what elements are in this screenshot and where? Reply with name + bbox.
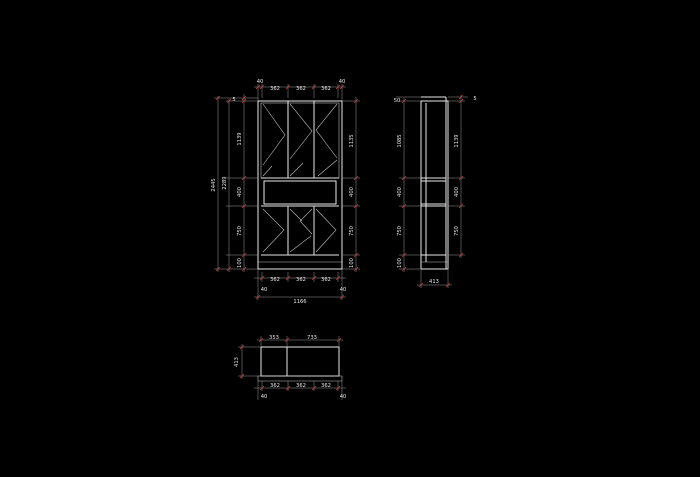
- side-left-dim-0: 1085: [397, 134, 403, 147]
- front-outer-frame: [257, 100, 343, 270]
- side-left-dim-2: 750: [397, 226, 403, 236]
- side-right-dim-2: 750: [454, 226, 460, 236]
- side-top-right: 5: [473, 96, 476, 102]
- front-right-base: 100: [349, 258, 355, 268]
- side-outline: [420, 100, 449, 270]
- side-view: 50 1085 400 750 100 5 1139 400 750 413: [394, 94, 477, 288]
- front-left-top-gap: 5: [232, 97, 235, 103]
- side-left-dim-1: 400: [397, 187, 403, 197]
- front-right-upper: 1135: [349, 134, 355, 147]
- side-top-left: 50: [394, 98, 401, 104]
- front-top-dim-4: 40: [339, 79, 346, 85]
- front-bottom-dim-1: 362: [296, 277, 306, 283]
- front-right-middle: 400: [349, 187, 355, 197]
- plan-bottom-dim-0: 362: [270, 383, 280, 389]
- plan-bottom-edge-dim-1: 40: [340, 394, 347, 400]
- side-depth: 413: [429, 279, 439, 285]
- plan-top-dim-0: 353: [269, 335, 279, 341]
- front-top-dim-1: 362: [270, 86, 280, 92]
- front-overall-width: 1166: [293, 299, 306, 305]
- front-drawer: [263, 180, 337, 205]
- front-left-upper: 1139: [237, 132, 243, 145]
- plan-view: 353 733 413 362 362 362 40 40: [234, 335, 346, 400]
- front-left-middle: 400: [237, 187, 243, 197]
- front-top-dim-3: 362: [321, 86, 331, 92]
- front-overall-height: 2445: [211, 178, 217, 191]
- plan-bottom-dim-2: 362: [321, 383, 331, 389]
- front-bottom-edge-dim-1: 40: [340, 287, 347, 293]
- upper-door-pattern: [262, 103, 338, 177]
- side-right-dim-1: 400: [454, 187, 460, 197]
- front-left-lower: 750: [237, 226, 243, 236]
- plan-bottom-dim-1: 362: [296, 383, 306, 389]
- front-bottom-edge-dim-0: 40: [261, 287, 268, 293]
- side-left-dim-3: 100: [397, 258, 403, 268]
- side-right-dim-0: 1139: [454, 134, 460, 147]
- front-bottom-dim-2: 362: [321, 277, 331, 283]
- front-top-dim-2: 362: [296, 86, 306, 92]
- front-bottom-dim-0: 362: [270, 277, 280, 283]
- plan-top-dim-1: 733: [307, 335, 317, 341]
- front-top-dim-0: 40: [257, 79, 264, 85]
- front-left-base: 100: [237, 258, 243, 268]
- plan-bottom-edge-dim-0: 40: [261, 394, 268, 400]
- plan-left-dim: 413: [234, 357, 240, 367]
- front-right-lower: 750: [349, 226, 355, 236]
- front-inner-height: 2289: [222, 176, 228, 189]
- lower-door-pattern: [262, 208, 337, 253]
- front-view: 40 362 362 362 40 362 362 362 40 40 1166: [211, 79, 360, 305]
- plan-outline: [260, 346, 340, 377]
